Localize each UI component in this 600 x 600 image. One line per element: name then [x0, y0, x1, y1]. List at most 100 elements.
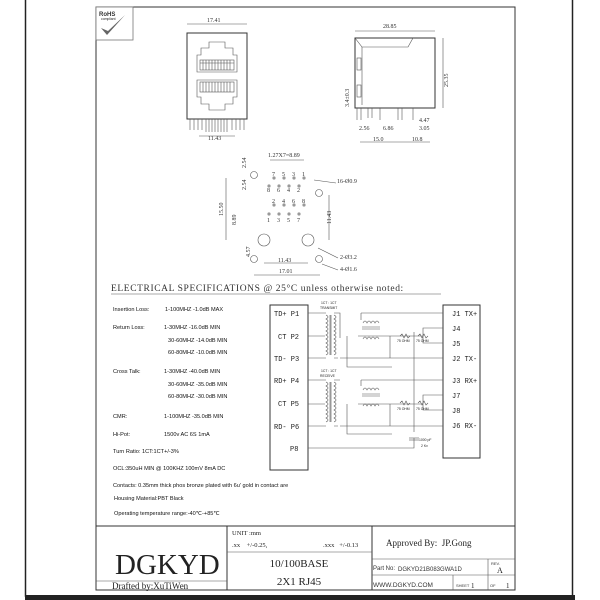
svg-text:2X1 RJ45: 2X1 RJ45	[277, 576, 322, 588]
svg-text:RECEIVE: RECEIVE	[320, 374, 336, 378]
svg-text:75 OHM: 75 OHM	[397, 407, 410, 411]
spec-label: Insertion Loss:	[113, 307, 150, 313]
page-border	[24, 0, 574, 597]
coil-icon	[333, 314, 337, 356]
svg-text:17.41: 17.41	[207, 18, 221, 24]
side-view: 28.85 25.35 3.4±0.3 2.56 6.86 4.47 3.05 …	[345, 24, 450, 143]
svg-text:11.43: 11.43	[278, 258, 291, 264]
spec-value: 60-80MHZ -30.0dB MIN	[168, 394, 227, 400]
pad	[287, 184, 291, 188]
svg-text:J8: J8	[452, 408, 460, 416]
front-view: 17.41 11.43	[186, 18, 248, 142]
svg-text:TD- P3: TD- P3	[274, 356, 299, 364]
svg-text:OCL:350uH MIN @ 100KHZ 100mV 8: OCL:350uH MIN @ 100KHZ 100mV 8mA DC	[113, 466, 225, 472]
svg-text:5: 5	[287, 218, 290, 224]
pad	[297, 184, 301, 188]
svg-text:2.56: 2.56	[359, 126, 370, 132]
pad	[302, 176, 306, 180]
svg-text:2: 2	[297, 188, 300, 194]
svg-text:P8: P8	[290, 446, 298, 454]
spec-label: Hi-Pot:	[113, 432, 131, 438]
svg-text:25.35: 25.35	[444, 74, 450, 88]
pad	[277, 184, 281, 188]
pad	[277, 212, 281, 216]
svg-text:4-Ø1.6: 4-Ø1.6	[340, 267, 357, 273]
svg-text:J7: J7	[452, 393, 460, 401]
svg-text:5: 5	[282, 172, 285, 178]
svg-text:A: A	[497, 566, 503, 575]
pad	[292, 203, 296, 207]
spec-value: 30-60MHZ -35.0dB MIN	[168, 382, 227, 388]
svg-text:.xx +/-0.25,: .xx +/-0.25,	[232, 542, 268, 549]
svg-text:6: 6	[277, 188, 280, 194]
spec-value: 1-30MHZ -16.0dB MIN	[164, 325, 220, 331]
svg-text:8.89: 8.89	[232, 215, 238, 226]
svg-text:J2 TX-: J2 TX-	[452, 356, 477, 364]
pcb-footprint: 1.27X7=8.89 2.54 2.54 15.50 8.89 11.43 4…	[219, 153, 357, 276]
spec-value: 30-60MHZ -14.0dB MIN	[168, 338, 227, 344]
coil-icon	[362, 403, 380, 407]
svg-text:75 OHM: 75 OHM	[397, 339, 410, 343]
svg-text:Housing Material:PBT Black: Housing Material:PBT Black	[114, 496, 184, 502]
coil-icon	[362, 387, 380, 391]
svg-text:17.01: 17.01	[279, 269, 293, 275]
svg-text:Drafted by:XuTiWen: Drafted by:XuTiWen	[112, 581, 189, 591]
svg-text:J4: J4	[452, 326, 460, 334]
svg-text:SHEET: SHEET	[456, 583, 470, 588]
pad	[267, 184, 271, 188]
svg-text:1: 1	[302, 172, 305, 178]
svg-text:28.85: 28.85	[383, 24, 397, 30]
svg-text:1: 1	[471, 582, 475, 590]
svg-text:J1 TX+: J1 TX+	[452, 311, 477, 319]
coil-icon	[362, 336, 380, 340]
svg-text:TRANSMIT: TRANSMIT	[320, 306, 337, 310]
coil-icon	[325, 381, 329, 423]
spec-value: 60-80MHZ -10.0dB MIN	[168, 350, 227, 356]
coil-icon	[333, 381, 337, 423]
svg-text:CT P2: CT P2	[278, 334, 299, 342]
pad	[272, 176, 276, 180]
spec-label: CMR:	[113, 414, 128, 420]
pad	[287, 212, 291, 216]
svg-text:8: 8	[267, 188, 270, 194]
spec-value: 1-100MHZ -1.0dB MAX	[165, 307, 223, 313]
svg-text:1.27X7=8.89: 1.27X7=8.89	[268, 153, 300, 159]
svg-text:7: 7	[297, 218, 300, 224]
rohs-logo: RoHS compliant	[95, 6, 134, 41]
svg-text:4.47: 4.47	[419, 118, 430, 124]
part-number: DGKYD21B083GWA1D	[398, 567, 462, 573]
svg-text:6.86: 6.86	[383, 126, 394, 132]
svg-text:2.54: 2.54	[242, 180, 248, 191]
svg-text:WWW.DGKYD.COM: WWW.DGKYD.COM	[373, 582, 433, 589]
company-name: DGKYD	[115, 549, 220, 581]
resistor-icon	[399, 400, 429, 406]
pad	[282, 176, 286, 180]
svg-text:Operating temperature range:-4: Operating temperature range:-40℃-+85℃	[114, 511, 220, 517]
svg-text:15.0: 15.0	[373, 137, 384, 143]
pad	[297, 212, 301, 216]
svg-text:J5: J5	[452, 341, 460, 349]
svg-text:15.50: 15.50	[219, 203, 225, 217]
svg-text:2-Ø3.2: 2-Ø3.2	[340, 255, 357, 261]
svg-text:1CT : 1CT: 1CT : 1CT	[321, 301, 337, 305]
svg-text:1: 1	[506, 582, 510, 590]
svg-text:Approved By: JP.Gong: Approved By: JP.Gong	[386, 538, 472, 548]
pad	[267, 212, 271, 216]
svg-text:3: 3	[277, 218, 280, 224]
svg-text:10.8: 10.8	[412, 137, 423, 143]
coil-icon	[362, 320, 380, 324]
svg-text:1CT : 1CT: 1CT : 1CT	[321, 369, 337, 373]
svg-text:.xxx +/-0.13: .xxx +/-0.13	[323, 542, 358, 549]
svg-text:1: 1	[267, 218, 270, 224]
svg-text:6: 6	[292, 199, 295, 205]
svg-text:75 OHM: 75 OHM	[416, 339, 429, 343]
title-block: DGKYD Drafted by:XuTiWen UNIT :mm .xx +/…	[96, 525, 515, 591]
svg-text:Contacts: 0.35mm thick phos br: Contacts: 0.35mm thick phos bronze plate…	[113, 483, 288, 489]
svg-text:7: 7	[272, 172, 275, 178]
svg-text:4: 4	[287, 188, 290, 194]
svg-text:CT P5: CT P5	[278, 401, 299, 409]
svg-text:RD+ P4: RD+ P4	[274, 378, 299, 386]
spec-value: 1-100MHZ -35.0dB MIN	[164, 414, 223, 420]
svg-text:2.54: 2.54	[242, 158, 248, 169]
